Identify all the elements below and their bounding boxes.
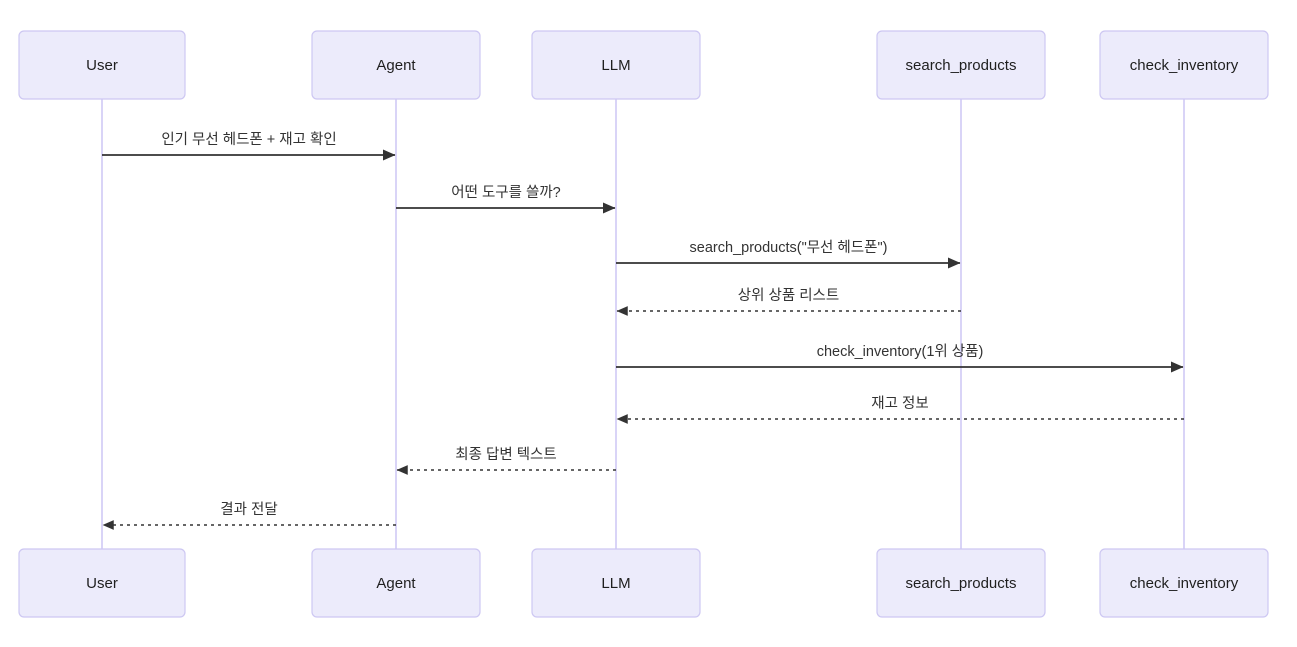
participant-box-agent[interactable] — [311, 548, 481, 618]
participant-box-search_products[interactable] — [876, 548, 1046, 618]
message-7[interactable]: 최종 답변 텍스트 — [396, 446, 616, 475]
participant-top-search_products[interactable]: search_products — [876, 30, 1046, 100]
participant-bottom-check_inventory[interactable]: check_inventory — [1099, 548, 1269, 618]
message-4[interactable]: 상위 상품 리스트 — [616, 287, 961, 316]
participant-top-agent[interactable]: Agent — [311, 30, 481, 100]
participant-bottom-user[interactable]: User — [18, 548, 186, 618]
message-label-8: 결과 전달 — [220, 501, 277, 518]
participant-top-user[interactable]: User — [18, 30, 186, 100]
message-label-6: 재고 정보 — [871, 395, 928, 412]
participant-bottom-llm[interactable]: LLM — [531, 548, 701, 618]
participant-box-check_inventory[interactable] — [1099, 548, 1269, 618]
participant-label-llm: LLM — [601, 57, 630, 74]
participant-box-check_inventory[interactable] — [1099, 30, 1269, 100]
message-6[interactable]: 재고 정보 — [616, 395, 1184, 424]
participant-box-user[interactable] — [18, 548, 186, 618]
message-label-5: check_inventory(1위 상품) — [817, 343, 984, 360]
participant-box-llm[interactable] — [531, 30, 701, 100]
message-3[interactable]: search_products("무선 헤드폰") — [616, 239, 961, 269]
message-label-4: 상위 상품 리스트 — [738, 287, 839, 304]
participant-top-check_inventory[interactable]: check_inventory — [1099, 30, 1269, 100]
participant-bottom-agent[interactable]: Agent — [311, 548, 481, 618]
message-label-7: 최종 답변 텍스트 — [455, 446, 556, 463]
participant-label-agent: Agent — [376, 57, 416, 74]
message-8[interactable]: 결과 전달 — [102, 501, 396, 530]
participant-top-llm[interactable]: LLM — [531, 30, 701, 100]
message-label-2: 어떤 도구를 쓸까? — [451, 184, 561, 201]
message-label-3: search_products("무선 헤드폰") — [690, 239, 888, 256]
participant-label-user: User — [86, 57, 118, 74]
message-2[interactable]: 어떤 도구를 쓸까? — [396, 184, 616, 214]
bottom-participant-boxes: User Agent LLM search_products check_invento… — [18, 548, 1269, 618]
participant-box-user[interactable] — [18, 30, 186, 100]
message-label-1: 인기 무선 헤드폰 + 재고 확인 — [161, 131, 336, 148]
participant-label-search_products: search_products — [906, 57, 1017, 74]
participant-label-check_inventory: check_inventory — [1130, 57, 1239, 74]
participant-box-agent[interactable] — [311, 30, 481, 100]
participant-box-search_products[interactable] — [876, 30, 1046, 100]
message-5[interactable]: check_inventory(1위 상품) — [616, 343, 1184, 373]
participant-label-search_products: search_products — [906, 575, 1017, 592]
participant-label-check_inventory: check_inventory — [1130, 575, 1239, 592]
participant-label-user: User — [86, 575, 118, 592]
message-1[interactable]: 인기 무선 헤드폰 + 재고 확인 — [102, 131, 396, 161]
participant-label-agent: Agent — [376, 575, 416, 592]
participant-label-llm: LLM — [601, 575, 630, 592]
top-participant-boxes: User Agent LLM search_products check_invento… — [18, 30, 1269, 100]
lifelines-group — [101, 99, 1185, 549]
participant-box-llm[interactable] — [531, 548, 701, 618]
participant-bottom-search_products[interactable]: search_products — [876, 548, 1046, 618]
